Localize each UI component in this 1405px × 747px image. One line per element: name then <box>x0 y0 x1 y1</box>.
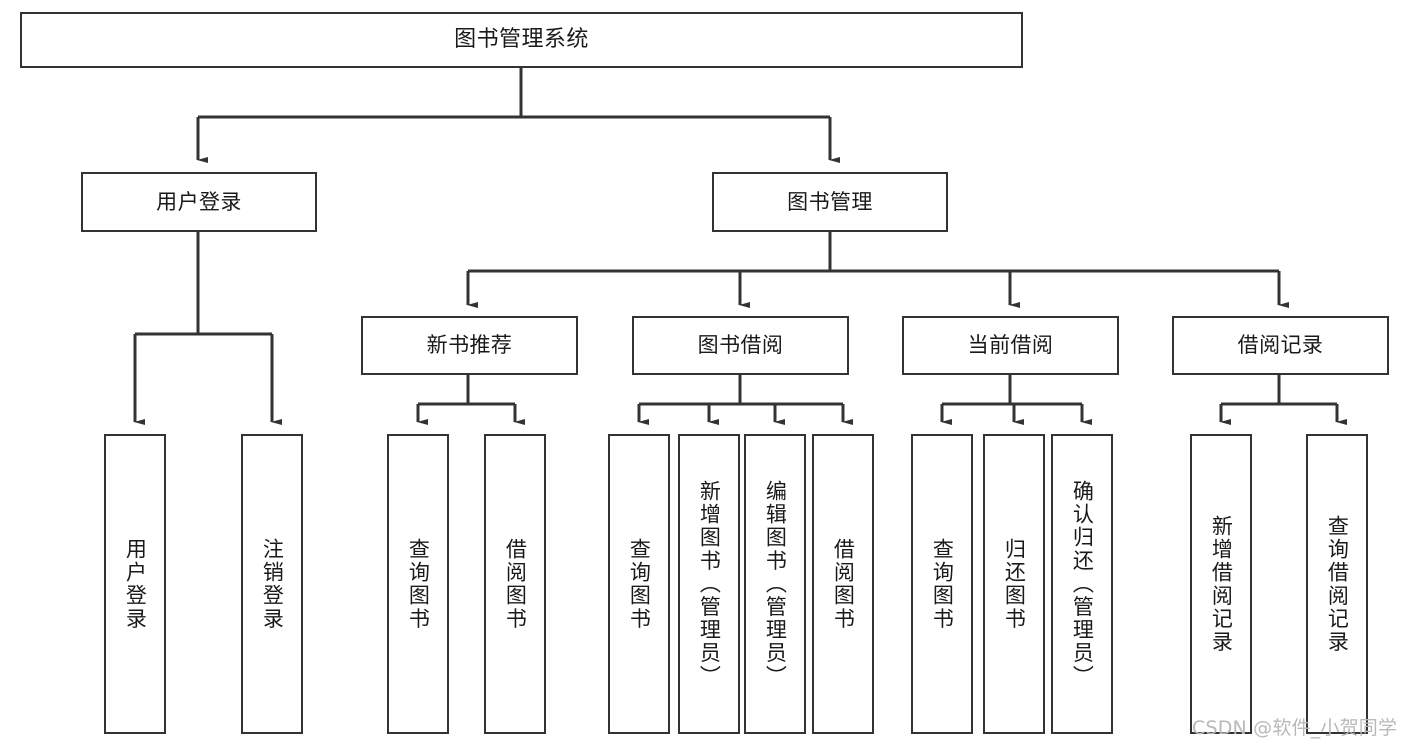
node-book-borrow[interactable]: 图书借阅 <box>632 316 849 375</box>
node-leaf-query-book-new-label: 查询图书 <box>406 537 431 631</box>
node-root-label: 图书管理系统 <box>454 27 589 53</box>
node-book-manage-label: 图书管理 <box>787 189 873 214</box>
node-leaf-query-book-borrow[interactable]: 查询图书 <box>608 434 670 734</box>
node-new-book-recommend-label: 新书推荐 <box>426 333 513 358</box>
node-leaf-return-book[interactable]: 归还图书 <box>983 434 1045 734</box>
node-leaf-borrow-book-new[interactable]: 借阅图书 <box>484 434 546 734</box>
node-new-book-recommend[interactable]: 新书推荐 <box>361 316 578 375</box>
node-leaf-add-book-admin-label: 新增图书（管理员） <box>697 480 722 688</box>
node-leaf-return-book-label: 归还图书 <box>1002 537 1027 631</box>
node-current-borrow[interactable]: 当前借阅 <box>902 316 1119 375</box>
node-user-login[interactable]: 用户登录 <box>81 172 317 232</box>
node-leaf-user-logout-label: 注销登录 <box>260 537 285 631</box>
node-leaf-edit-book-admin-label: 编辑图书（管理员） <box>763 480 788 688</box>
node-leaf-add-borrow-record-label: 新增借阅记录 <box>1209 514 1234 654</box>
node-leaf-edit-book-admin[interactable]: 编辑图书（管理员） <box>744 434 806 734</box>
node-leaf-add-book-admin[interactable]: 新增图书（管理员） <box>678 434 740 734</box>
node-leaf-borrow-book-new-label: 借阅图书 <box>503 537 528 631</box>
node-leaf-query-book-borrow-label: 查询图书 <box>627 537 652 631</box>
node-leaf-user-login-label: 用户登录 <box>123 537 148 631</box>
node-root[interactable]: 图书管理系统 <box>20 12 1023 68</box>
node-leaf-confirm-return-admin[interactable]: 确认归还（管理员） <box>1051 434 1113 734</box>
node-borrow-record-label: 借阅记录 <box>1237 333 1324 358</box>
node-leaf-confirm-return-admin-label: 确认归还（管理员） <box>1070 480 1095 688</box>
node-book-borrow-label: 图书借阅 <box>697 333 784 358</box>
node-leaf-user-logout[interactable]: 注销登录 <box>241 434 303 734</box>
node-current-borrow-label: 当前借阅 <box>967 333 1054 358</box>
node-leaf-query-borrow-record[interactable]: 查询借阅记录 <box>1306 434 1368 734</box>
node-leaf-query-book-current-label: 查询图书 <box>930 537 955 631</box>
node-leaf-user-login[interactable]: 用户登录 <box>104 434 166 734</box>
csdn-watermark: CSDN @软件_小贺同学 <box>1192 717 1398 739</box>
node-leaf-add-borrow-record[interactable]: 新增借阅记录 <box>1190 434 1252 734</box>
node-leaf-query-borrow-record-label: 查询借阅记录 <box>1325 514 1350 654</box>
node-borrow-record[interactable]: 借阅记录 <box>1172 316 1389 375</box>
node-user-login-label: 用户登录 <box>156 189 242 214</box>
node-leaf-query-book-new[interactable]: 查询图书 <box>387 434 449 734</box>
node-leaf-query-book-current[interactable]: 查询图书 <box>911 434 973 734</box>
node-book-manage[interactable]: 图书管理 <box>712 172 948 232</box>
node-leaf-borrow-book-borrow-label: 借阅图书 <box>831 537 856 631</box>
node-leaf-borrow-book-borrow[interactable]: 借阅图书 <box>812 434 874 734</box>
